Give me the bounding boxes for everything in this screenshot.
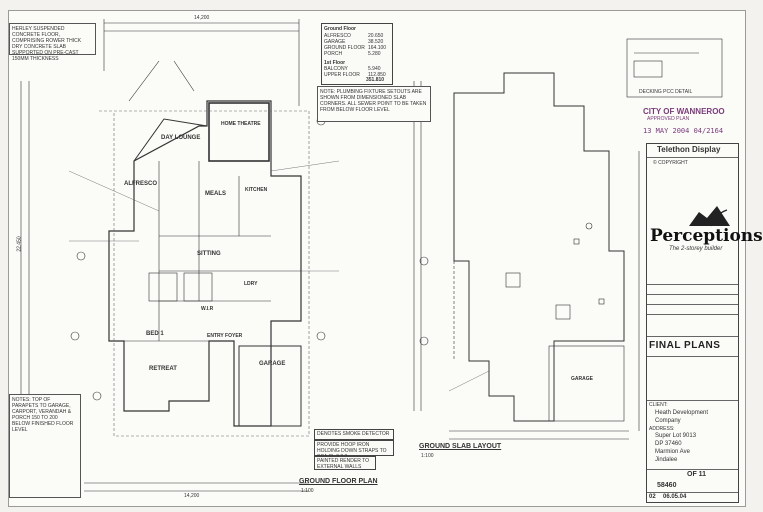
revision-number: 02 <box>649 494 656 500</box>
address-line: Jindalee <box>655 457 678 463</box>
builder-brand: Perceptions <box>650 226 763 246</box>
room-entry-foyer: ENTRY FOYER <box>207 333 243 339</box>
title-block: Telethon Display © COPYRIGHT Perceptions… <box>646 143 763 503</box>
room-laundry: LDRY <box>244 281 258 287</box>
room-sitting: SITTING <box>197 251 221 257</box>
room-alfresco: ALFRESCO <box>124 181 157 187</box>
notes-box-slab: NOTE: PLUMBING FIXTURE SETOUTS ARE SHOWN… <box>317 86 431 122</box>
notes-box-bottom: NOTES: TOP OF PARAPETS TO GARAGE, CARPOR… <box>9 394 81 498</box>
room-kitchen: KITCHEN <box>245 187 268 193</box>
room-retreat: RETREAT <box>149 366 177 372</box>
bottom-overall-dimension: 14,200 <box>184 493 200 499</box>
area-row-value: 164.100 <box>368 45 387 51</box>
decking-detail-label: DECKING PCC DETAIL <box>639 89 693 95</box>
project-name: Telethon Display <box>657 145 721 154</box>
smoke-detector-legend: DENOTES SMOKE DETECTOR <box>314 429 394 440</box>
sheet-title: FINAL PLANS <box>649 340 721 351</box>
sheet-count: OF 11 <box>687 471 707 478</box>
floor-plan-drawing <box>20 19 723 492</box>
builder-tagline: The 2-storey builder <box>669 246 723 252</box>
room-meals: MEALS <box>205 191 226 197</box>
ground-slab-layout-scale: 1:100 <box>421 453 434 459</box>
area-row-value: 20.650 <box>368 33 384 39</box>
area-row-label: BALCONY <box>324 66 348 72</box>
left-overall-dimension: 22,450 <box>16 236 23 252</box>
area-row-label: GROUND FLOOR <box>324 45 365 51</box>
area-total: 351.810 <box>366 77 385 83</box>
ground-floor-plan-title: GROUND FLOOR PLAN <box>299 478 378 485</box>
address-line: Super Lot 9013 <box>655 433 697 439</box>
revision-date: 06.05.04 <box>663 494 687 500</box>
room-garage: GARAGE <box>259 361 286 367</box>
hoop-iron-note: PROVIDE HOOP IRON HOLDING DOWN STRAPS TO… <box>314 440 394 460</box>
client-name: Heath Development Company <box>655 410 709 424</box>
area-row-label: UPPER FLOOR <box>324 72 360 78</box>
area-row-label: GARAGE <box>324 39 346 45</box>
slab-garage-label: GARAGE <box>571 376 593 382</box>
room-day-lounge: DAY LOUNGE <box>161 135 201 141</box>
area-row-label: ALFRESCO <box>324 33 351 39</box>
room-bed1: BED 1 <box>146 331 164 337</box>
drawing-sheet: 14,200 14,200 22,450 HERLEY SUSPENDED CO… <box>8 10 763 507</box>
job-number: 58460 <box>657 482 677 489</box>
room-wir: W.I.R <box>201 306 214 312</box>
ground-floor-plan-scale: 1:100 <box>301 488 314 494</box>
copyright-label: © COPYRIGHT <box>653 160 688 166</box>
area-row-value: 5.940 <box>368 66 381 72</box>
painted-render-note: PAINTED RENDER TO EXTERNAL WALLS <box>314 456 376 470</box>
address-line: Marmion Ave <box>655 449 690 455</box>
notes-box-floor: HERLEY SUSPENDED CONCRETE FLOOR, COMPRIS… <box>9 23 96 62</box>
logo-icon <box>689 206 730 227</box>
area-row-value: 38.520 <box>368 39 384 45</box>
area-row-value: 112.850 <box>368 72 386 78</box>
ground-slab-layout-title: GROUND SLAB LAYOUT <box>419 443 502 450</box>
room-home-theatre: HOME THEATRE <box>221 121 261 127</box>
area-row-label: PORCH <box>324 51 343 57</box>
area-row-value: 5.280 <box>368 51 381 57</box>
council-approval-stamp: CITY OF WANNEROO APPROVED PLAN 13 MAY 20… <box>643 107 725 135</box>
top-overall-dimension: 14,200 <box>194 15 210 21</box>
stamp-date: 13 MAY 2004 04/2164 <box>643 127 724 135</box>
address-line: DP 37460 <box>655 441 682 447</box>
